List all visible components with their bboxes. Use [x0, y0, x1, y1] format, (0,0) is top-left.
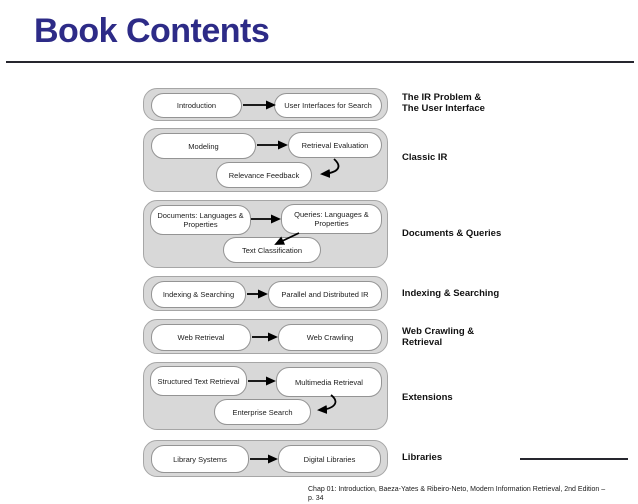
footer-citation: Chap 01: Introduction, Baeza-Yates & Rib…: [308, 486, 606, 493]
node-web-retrieval: Web Retrieval: [151, 324, 251, 351]
page-title: Book Contents: [34, 12, 270, 50]
arrow-library-to-digital-icon: [250, 454, 278, 464]
group-label-extensions: Extensions: [402, 392, 453, 403]
group-label-libraries: Libraries: [402, 452, 443, 463]
group-extensions: Structured Text Retrieval Multimedia Ret…: [143, 362, 388, 430]
arrow-documents-to-queries-icon: [251, 214, 281, 224]
group-label-classic-ir: Classic IR: [402, 152, 448, 163]
arrow-introduction-to-user-interfaces-icon: [243, 100, 276, 110]
node-documents-languages-properties: Documents: Languages & Properties: [150, 205, 251, 235]
bottom-right-rule: [520, 458, 628, 460]
node-parallel-distributed-ir: Parallel and Distributed IR: [268, 281, 382, 308]
node-introduction: Introduction: [151, 93, 242, 118]
node-multimedia-retrieval: Multimedia Retrieval: [276, 367, 382, 397]
group-label-web: Web Crawling & Retrieval: [402, 326, 475, 348]
node-enterprise-search: Enterprise Search: [214, 399, 311, 425]
node-text-classification: Text Classification: [223, 237, 321, 263]
node-digital-libraries: Digital Libraries: [278, 445, 381, 473]
group-web: Web Retrieval Web Crawling: [143, 319, 388, 354]
node-retrieval-evaluation: Retrieval Evaluation: [288, 132, 382, 158]
group-classic-ir: Modeling Retrieval Evaluation Relevance …: [143, 128, 388, 192]
group-label-documents-queries: Documents & Queries: [402, 228, 502, 239]
arrow-queries-to-text-classification-icon: [274, 232, 300, 245]
group-label-ir-problem: The IR Problem & The User Interface: [402, 92, 485, 114]
arrow-web-retrieval-to-web-crawling-icon: [252, 332, 278, 342]
arrow-retrieval-evaluation-to-relevance-feedback-icon: [320, 158, 340, 178]
node-structured-text-retrieval: Structured Text Retrieval: [150, 366, 247, 396]
node-library-systems: Library Systems: [151, 445, 249, 473]
arrow-multimedia-to-enterprise-search-icon: [317, 394, 337, 414]
arrow-structured-to-multimedia-icon: [248, 376, 276, 386]
group-label-indexing-searching: Indexing & Searching: [402, 288, 500, 299]
group-indexing-searching: Indexing & Searching Parallel and Distri…: [143, 276, 388, 311]
group-ir-problem: Introduction User Interfaces for Search: [143, 88, 388, 121]
node-modeling: Modeling: [151, 133, 256, 159]
slide-footer: Chap 01: Introduction, Baeza-Yates & Rib…: [308, 485, 634, 503]
node-queries-languages-properties: Queries: Languages & Properties: [281, 204, 382, 234]
footer-page-number: p. 34: [308, 495, 324, 502]
node-user-interfaces-for-search: User Interfaces for Search: [274, 93, 382, 118]
group-libraries: Library Systems Digital Libraries: [143, 440, 388, 477]
node-web-crawling: Web Crawling: [278, 324, 382, 351]
group-documents-queries: Documents: Languages & Properties Querie…: [143, 200, 388, 268]
node-indexing-searching: Indexing & Searching: [151, 281, 246, 308]
arrow-modeling-to-retrieval-evaluation-icon: [257, 140, 288, 150]
title-underline: [6, 61, 634, 63]
arrow-indexing-to-parallel-icon: [247, 289, 268, 299]
node-relevance-feedback: Relevance Feedback: [216, 162, 312, 188]
